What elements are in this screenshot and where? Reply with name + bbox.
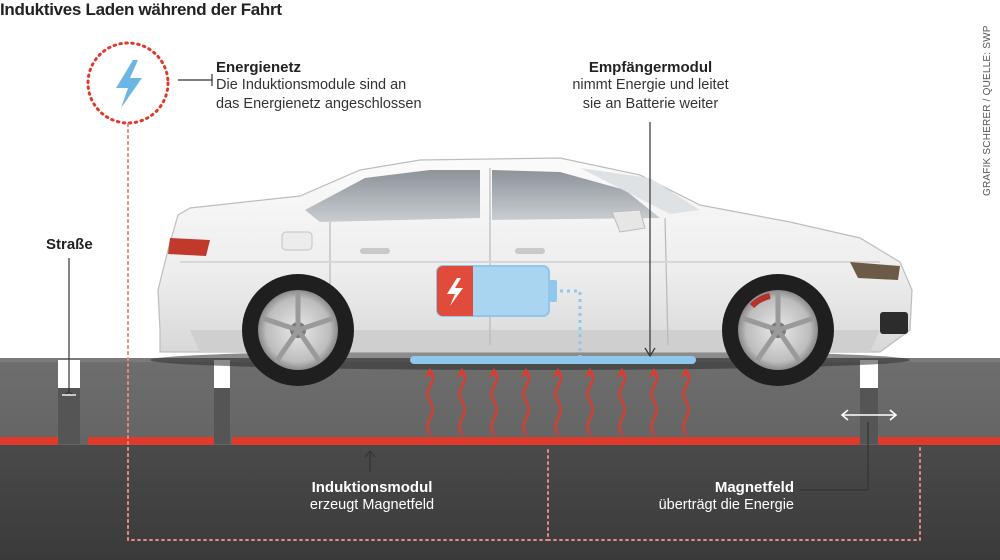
- induction-modules: [0, 437, 1000, 445]
- callout-text-line: überträgt die Energie: [658, 497, 794, 513]
- callout-magnetfeld: Magnetfeld überträgt die Energie: [634, 479, 794, 515]
- callout-text-line: sie an Batterie weiter: [582, 96, 719, 112]
- leader-lines: [62, 74, 869, 491]
- callout-text-line: das Energienetz angeschlossen: [216, 96, 422, 112]
- battery-icon: [436, 265, 557, 317]
- callout-energienetz: Energienetz Die Induktionsmodule sind an…: [216, 59, 422, 114]
- magnetic-wave-arrows: [425, 367, 691, 435]
- callout-text-line: Die Induktionsmodule sind an: [216, 77, 407, 93]
- callout-heading: Induktionsmodul: [311, 479, 433, 496]
- receiver-module: [410, 356, 696, 364]
- page-title: Induktives Laden während der Fahrt: [0, 0, 282, 19]
- callout-induktionsmodul: Induktionsmodul erzeugt Magnetfeld: [292, 479, 452, 515]
- callout-heading: Magnetfeld: [714, 479, 794, 496]
- callout-heading: Empfängermodul: [588, 59, 713, 76]
- road: [0, 358, 1000, 560]
- front-wheel: [722, 274, 834, 386]
- grid-connection-lines: [127, 123, 921, 541]
- lightning-icon: [86, 41, 170, 125]
- magnetfeld-double-arrow: [840, 409, 898, 421]
- callout-heading: Energienetz: [216, 59, 302, 76]
- callout-strasse: Straße: [46, 236, 93, 253]
- callout-text-line: erzeugt Magnetfeld: [309, 497, 435, 513]
- callout-text-line: nimmt Energie und leitet: [572, 77, 729, 93]
- callout-empfaengermodul: Empfängermodul nimmt Energie und leitet …: [548, 59, 753, 114]
- source-credit: GRAFIK SCHERER / QUELLE: SWP: [982, 25, 993, 196]
- rear-wheel: [242, 274, 354, 386]
- car-illustration: [150, 157, 913, 386]
- battery-connection-line: [560, 289, 582, 356]
